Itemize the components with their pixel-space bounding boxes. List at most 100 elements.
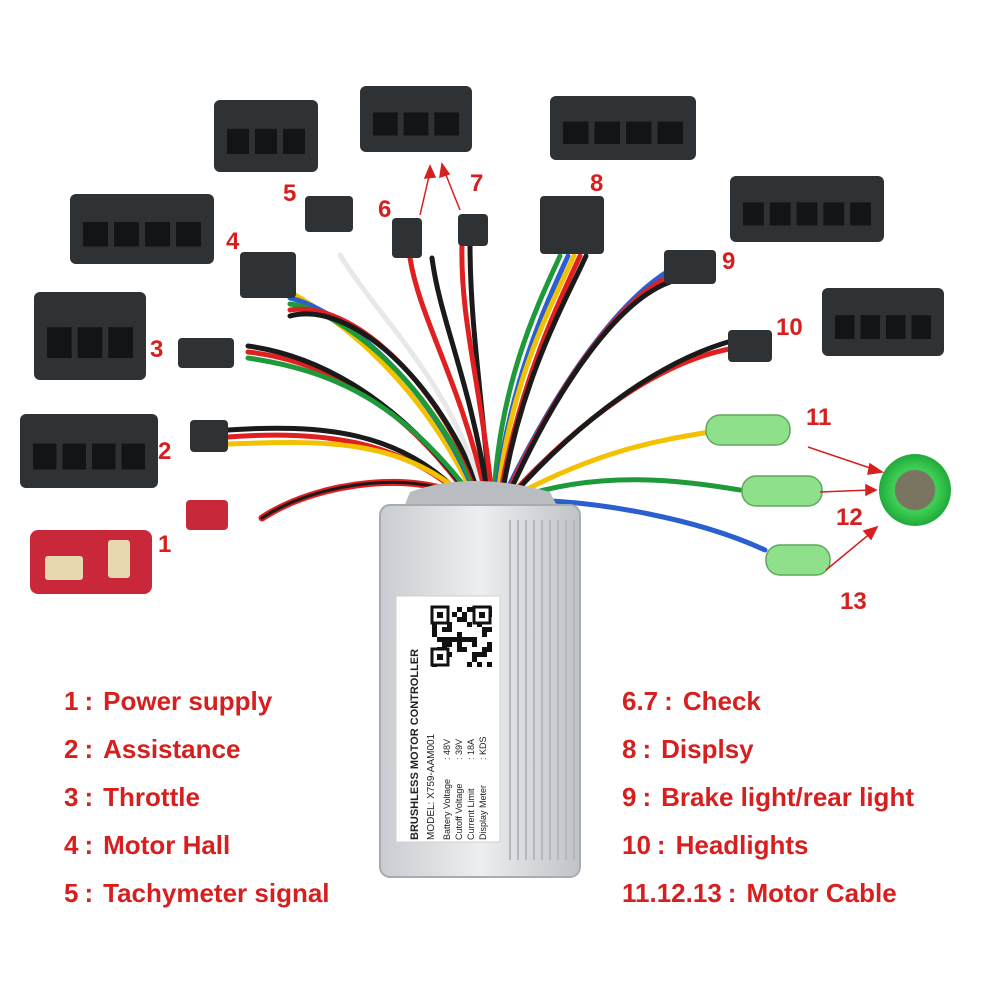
wire [407,255,489,499]
qr-module [447,627,452,632]
qr-module [462,617,467,622]
housing-slot [796,202,818,226]
wire-bundle [225,239,768,553]
wire [495,253,577,499]
housing-slot [403,112,429,136]
wire [287,311,485,499]
qr-code [430,605,492,667]
housing-slot [769,202,791,226]
housing-slot [860,315,880,339]
housing-slot [108,327,133,358]
qr-module [472,642,477,647]
wire-plug [664,250,716,284]
qr-module [467,662,472,667]
callout-5: 5 [283,180,297,207]
qr-finder-center [437,612,443,618]
legend-text: Check [682,686,761,716]
qr-module [452,612,457,617]
legend-text: Power supply [103,686,273,716]
housing-slot [283,128,305,154]
legend-item-5: 5:Tachymeter signal [64,880,330,906]
arrow-6 [419,171,431,216]
housing-slot [47,327,72,358]
housing-slot [835,315,855,339]
housing-slot [626,121,652,144]
legend-text: Motor Hall [103,830,231,860]
legend-text: Brake light/rear light [661,782,914,812]
wire [245,355,475,499]
controller-model: MODEL: X759-AAM001 [426,733,437,840]
legend-num: 1 [64,686,79,716]
power-connector-pin-b [108,540,130,578]
controller-title: BRUSHLESS MOTOR CONTROLLER [409,649,421,840]
callout-9: 9 [722,248,736,275]
legend-item-8: 8:Displsy [622,736,754,762]
spec-display-meter-value: : KDS [478,736,488,760]
controller-fins [509,520,575,860]
legend-text: Motor Cable [746,878,897,908]
qr-finder-center [479,612,485,618]
arrow-11 [807,446,877,471]
housing-slot [176,222,201,247]
wire [511,429,713,499]
housing-slot [255,128,277,154]
legend-item-10: 10:Headlights [622,832,809,858]
bullet-connector [705,414,791,446]
qr-module [447,642,452,647]
housing-slot [83,222,108,247]
wire [505,279,673,499]
legend-item-3: 3:Throttle [64,784,200,810]
legend-sep: : [84,830,94,860]
legend-item-1: 1:Power supply [64,688,272,714]
qr-module [467,607,472,612]
wire [225,440,468,499]
callout-6: 6 [378,196,392,223]
bullet-connector [741,475,823,507]
arrow-7-head [439,162,451,179]
arrow-13 [825,531,873,571]
arrow-6-head [423,164,437,179]
spec-cutoff-voltage-value: : 39V [454,739,464,760]
wire-plug [186,500,228,530]
callout-12: 12 [836,504,863,531]
legend-num: 10 [622,830,651,860]
qr-module [472,652,477,657]
bullet-connector [765,544,831,576]
housing-slot [850,202,871,226]
qr-module [457,632,462,637]
callout-2: 2 [158,438,172,465]
qr-module [487,647,492,652]
qr-module [457,607,462,612]
qr-module [432,632,437,637]
qr-module [437,637,442,642]
qr-finder-center [437,654,443,660]
spec-current-limit-value: : 18A [466,739,476,760]
qr-module [452,637,457,642]
motor-cable-ring [879,454,951,526]
qr-module [482,652,487,657]
qr-module [487,627,492,632]
spec-cutoff-voltage: Cutoff Voltage [454,784,464,840]
qr-module [457,647,462,652]
wire-plug [190,420,228,452]
housing-slot [886,315,906,339]
arrow-13-head [862,525,879,541]
legend-sep: : [642,782,652,812]
qr-module [472,637,477,642]
wire [491,253,563,499]
legend-num: 6.7 [622,686,659,716]
qr-module [462,612,467,617]
callout-3: 3 [150,336,164,363]
spec-battery-voltage-value: : 48V [442,739,452,760]
legend-num: 8 [622,734,637,764]
housing-slot [121,443,145,470]
qr-module [487,662,492,667]
callout-13: 13 [840,588,867,615]
qr-module [457,642,462,647]
mating-connectors [20,86,944,488]
power-connector [30,530,152,594]
legend-item-4: 4:Motor Hall [64,832,230,858]
wire-plug [305,196,353,232]
legend-sep: : [84,782,94,812]
